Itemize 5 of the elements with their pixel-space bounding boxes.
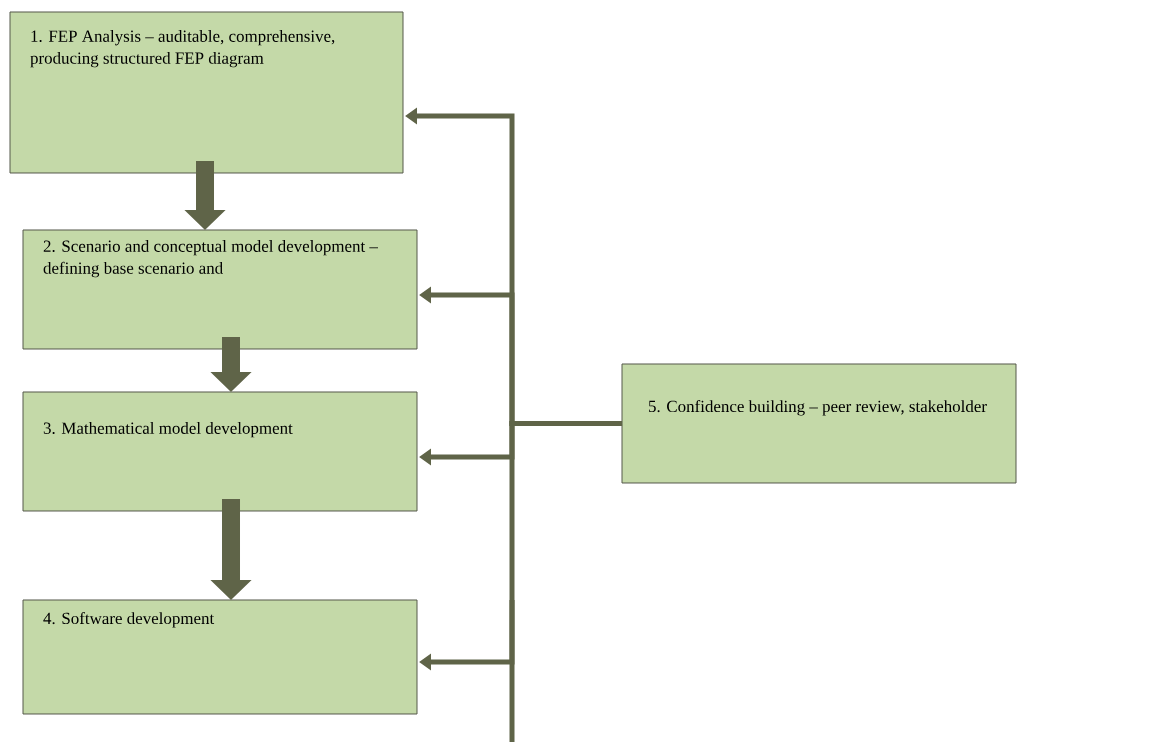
- process-box: 3. Mathematical model development: [22, 391, 418, 512]
- process-box: 1. FEP Analysis – auditable, comprehensive, producing structured FEP diagram: [9, 11, 404, 174]
- process-box: 4. Software development: [22, 599, 418, 715]
- process-box: 2. Scenario and conceptual model development – defining base scenario and: [22, 229, 418, 350]
- process-box: 5. Confidence building – peer review, stakeholder: [621, 363, 1017, 484]
